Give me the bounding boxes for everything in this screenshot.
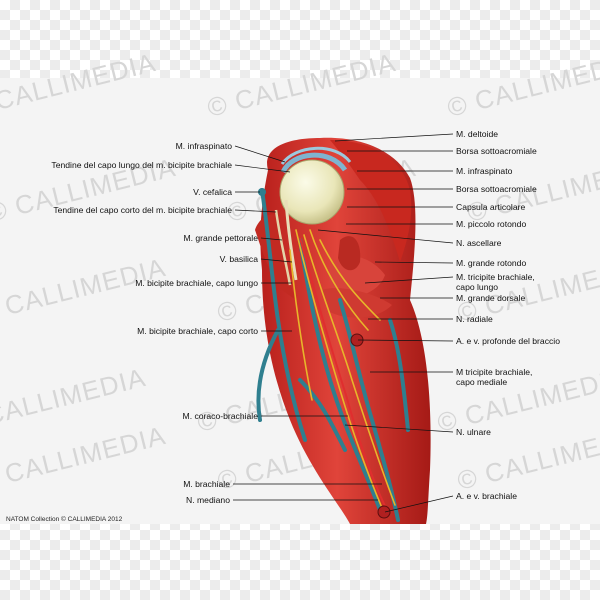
label-line: N. ascellare	[456, 238, 502, 248]
latissimus-muscle	[322, 288, 392, 318]
humeral-head	[279, 159, 345, 225]
label-grande-rotondo: M. grande rotondo	[456, 258, 526, 268]
label-brachiale: M. brachiale	[183, 479, 230, 489]
label-ulnare: N. ulnare	[456, 427, 491, 437]
label-line: N. radiale	[456, 314, 493, 324]
copyright-credit: NATOM Collection © CALLIMEDIA 2012	[6, 516, 123, 523]
nerves	[289, 229, 396, 516]
label-line: M. grande dorsale	[456, 293, 526, 303]
leader-tendine-corto	[234, 209, 277, 213]
label-cefalica: V. cefalica	[193, 187, 232, 197]
label-deltoide: M. deltoide	[456, 129, 498, 139]
leader-profonde	[357, 339, 454, 342]
biceps-short-tendon	[274, 209, 292, 286]
label-line: capo mediale	[456, 377, 508, 387]
watermark-text: © CALLIMEDIA	[0, 47, 159, 123]
label-mediano: N. mediano	[186, 495, 230, 505]
brachial-vessels	[377, 505, 391, 519]
label-infraspinato-l: M. infraspinato	[175, 141, 232, 151]
label-line: M. infraspinato	[456, 166, 513, 176]
label-profonde: A. e v. profonde del braccio	[456, 336, 560, 346]
label-line: M. grande rotondo	[456, 258, 527, 268]
leader-deltoide	[334, 133, 454, 142]
label-grande-dorsale: M. grande dorsale	[456, 293, 525, 303]
biceps-long-tendon	[284, 199, 298, 281]
label-line: M. tricipite brachiale,	[456, 272, 535, 282]
label-borsa1: Borsa sottoacromiale	[456, 146, 537, 156]
leader-grande-rotondo	[374, 261, 454, 264]
arteries	[299, 237, 389, 513]
deltoid-muscle	[330, 140, 412, 262]
label-tricipite-mediale: M tricipite brachiale,capo mediale	[456, 367, 532, 387]
leader-ascellare	[317, 229, 454, 244]
watermark-text: © CALLIMEDIA	[0, 252, 169, 328]
watermark-text: © CALLIMEDIA	[204, 47, 399, 123]
leader-ulnare	[344, 424, 454, 433]
articular-capsule	[280, 152, 348, 174]
label-line: capo lungo	[456, 282, 499, 292]
cephalic-vein-dot	[258, 188, 266, 196]
watermark-text: © CALLIMEDIA	[444, 47, 600, 123]
leader-tricipite-lungo	[364, 276, 454, 284]
label-line: A. e v. profonde del braccio	[456, 336, 560, 346]
label-bicipite-corto: M. bicipite brachiale, capo corto	[137, 326, 258, 336]
leader-infraspinato-l	[234, 145, 286, 163]
label-radiale: N. radiale	[456, 314, 493, 324]
label-ascellare: N. ascellare	[456, 238, 501, 248]
label-brachiale-av: A. e v. brachiale	[456, 491, 517, 501]
label-line: Borsa sottoacromiale	[456, 184, 537, 194]
label-line: N. ulnare	[456, 427, 491, 437]
leader-basilica	[260, 258, 293, 263]
leader-brachiale-av	[384, 495, 454, 513]
leader-lines	[233, 133, 454, 513]
label-line: M. deltoide	[456, 129, 499, 139]
subacromial-bursa	[280, 146, 352, 165]
pectoral-muscle	[255, 214, 296, 300]
label-tendine-lungo: Tendine del capo lungo del m. bicipite b…	[51, 160, 232, 170]
leader-grande-pettorale	[260, 237, 283, 241]
label-line: M tricipite brachiale,	[456, 367, 533, 377]
label-tendine-corto: Tendine del capo corto del m. bicipite b…	[53, 205, 232, 215]
label-borsa2: Borsa sottoacromiale	[456, 184, 537, 194]
label-tricipite-lungo: M. tricipite brachiale,capo lungo	[456, 272, 535, 292]
label-line: Capsula articolare	[456, 202, 526, 212]
label-infraspinato-r: M. infraspinato	[456, 166, 512, 176]
label-coraco: M. coraco-brachiale	[182, 411, 258, 421]
label-basilica: V. basilica	[219, 254, 258, 264]
label-line: A. e v. brachiale	[456, 491, 517, 501]
label-bicipite-lungo: M. bicipite brachiale, capo lungo	[135, 278, 258, 288]
label-grande-pettorale: M. grande pettorale	[183, 233, 258, 243]
watermark-text: © CALLIMEDIA	[0, 420, 169, 496]
label-line: Borsa sottoacromiale	[456, 146, 537, 156]
label-capsula: Capsula articolare	[456, 202, 525, 212]
label-piccolo: M. piccolo rotondo	[456, 219, 526, 229]
leader-tendine-lungo	[234, 164, 291, 173]
watermark-text: © CALLIMEDIA	[0, 362, 149, 438]
veins	[256, 188, 410, 522]
label-line: M. piccolo rotondo	[456, 219, 527, 229]
small-muscle-belly	[338, 236, 361, 271]
